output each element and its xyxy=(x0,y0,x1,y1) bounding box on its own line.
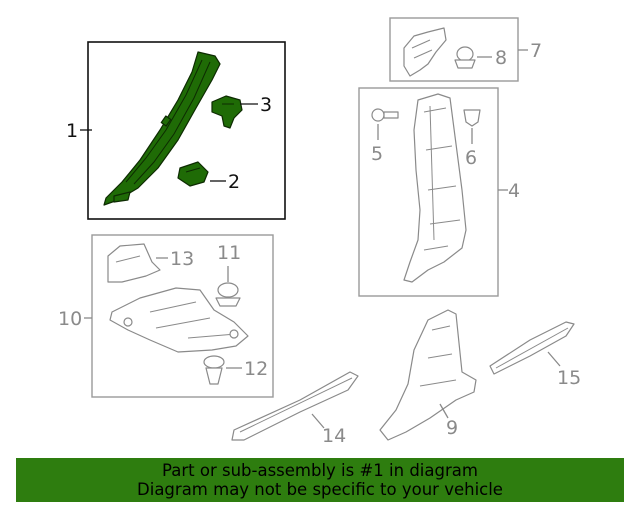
part-bracket-7[interactable] xyxy=(403,27,447,77)
callout-14[interactable]: 14 xyxy=(322,425,346,447)
banner-line-2: Diagram may not be specific to your vehi… xyxy=(137,480,503,499)
callout-12[interactable]: 12 xyxy=(244,358,268,380)
part-clip-8[interactable] xyxy=(454,46,476,69)
part-clip-12[interactable] xyxy=(203,355,225,385)
part-b-pillar-lower-trim-9[interactable] xyxy=(379,309,477,441)
callout-13[interactable]: 13 xyxy=(170,248,194,270)
group-box-10 xyxy=(91,234,274,398)
part-cover-13[interactable] xyxy=(107,243,161,283)
part-b-pillar-upper-trim[interactable] xyxy=(403,93,467,283)
callout-5[interactable]: 5 xyxy=(371,143,383,165)
callout-6[interactable]: 6 xyxy=(465,147,477,169)
part-clip-3[interactable] xyxy=(211,95,243,129)
part-screw-5[interactable] xyxy=(371,108,399,122)
callout-4[interactable]: 4 xyxy=(508,180,520,202)
part-sill-trim-15[interactable] xyxy=(489,321,575,375)
banner-line-1: Part or sub-assembly is #1 in diagram xyxy=(162,461,478,480)
callout-11[interactable]: 11 xyxy=(217,242,241,264)
part-clip-6[interactable] xyxy=(463,109,481,127)
callout-2[interactable]: 2 xyxy=(228,171,240,193)
callout-1[interactable]: 1 xyxy=(66,120,78,142)
part-a-pillar-trim[interactable] xyxy=(103,51,221,206)
info-banner: Part or sub-assembly is #1 in diagram Di… xyxy=(16,458,624,502)
callout-15[interactable]: 15 xyxy=(557,367,581,389)
callout-3[interactable]: 3 xyxy=(260,94,272,116)
part-clip-2[interactable] xyxy=(177,161,209,187)
part-step-trim-10[interactable] xyxy=(109,287,249,353)
callout-9[interactable]: 9 xyxy=(446,417,458,439)
callout-10[interactable]: 10 xyxy=(58,308,82,330)
part-clip-11[interactable] xyxy=(215,282,241,307)
part-sill-trim-14[interactable] xyxy=(231,371,359,441)
group-box-4 xyxy=(358,87,499,297)
callout-7[interactable]: 7 xyxy=(530,40,542,62)
callout-8[interactable]: 8 xyxy=(495,47,507,69)
